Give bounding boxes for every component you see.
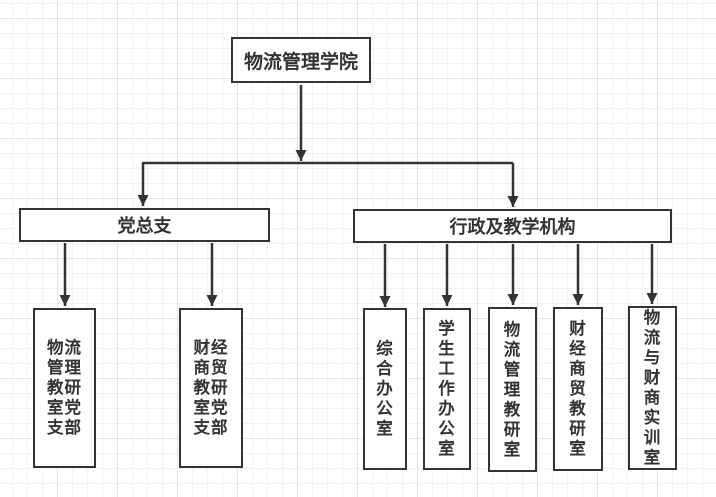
node-logistics-college[interactable]: 物流管理学院 <box>231 37 371 83</box>
node-finance-trade-teaching-office[interactable]: 财 经 商 贸 教 研 室 <box>553 307 603 471</box>
node-admin-teaching-orgs[interactable]: 行政及教学机构 <box>353 209 672 243</box>
node-logistics-teaching-office[interactable]: 物 流 管 理 教 研 室 <box>488 307 537 472</box>
node-logistics-teaching-party-branch[interactable]: 物流 管理 教研 室党 支部 <box>33 308 96 468</box>
node-finance-trade-party-branch[interactable]: 财经 商贸 教研 室党 支部 <box>179 308 243 468</box>
node-student-affairs-office[interactable]: 学 生 工 作 办 公 室 <box>423 308 471 470</box>
node-party-general-branch[interactable]: 党总支 <box>19 208 270 242</box>
node-logistics-finance-training-room[interactable]: 物 流 与 财 商 实 训 室 <box>628 306 677 470</box>
edge-to-party-branch[interactable] <box>137 161 513 206</box>
node-general-office[interactable]: 综 合 办 公 室 <box>363 308 407 470</box>
